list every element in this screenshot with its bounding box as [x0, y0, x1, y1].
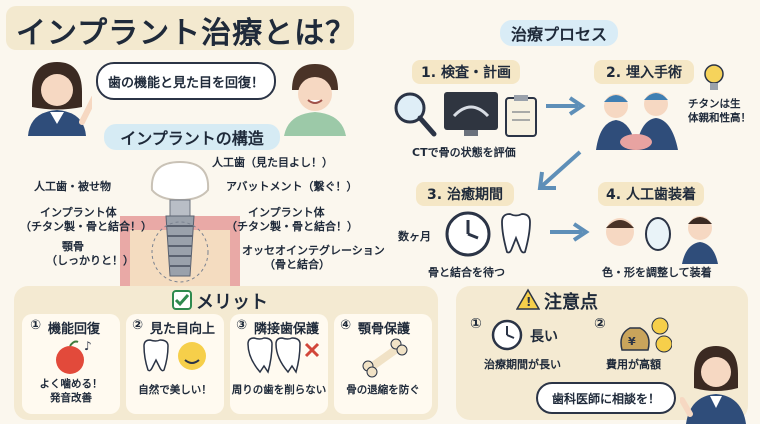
- crown-shape: [150, 160, 210, 202]
- step-1-caption: CTで骨の状態を評価: [412, 146, 516, 159]
- label-osseo-sub: （骨と結合）: [264, 258, 330, 271]
- lightbulb-icon: [704, 64, 724, 90]
- fitting-illustration: [606, 216, 718, 264]
- caution-2-desc: 費用が高額: [606, 358, 661, 371]
- arrow-right-icon: [546, 96, 586, 116]
- page-title: インプラント治療とは？: [16, 16, 357, 51]
- adjacent-teeth-icon: [247, 337, 320, 374]
- tip-line-2: 体親和性高！: [688, 112, 751, 124]
- ct-monitor-icon: [444, 92, 498, 136]
- clock-icon: [445, 211, 491, 257]
- step-3-duration: 数ヶ月: [398, 230, 431, 243]
- merit-card-2: [126, 314, 224, 414]
- label-abutment: アバットメント（繋ぐ！）: [226, 180, 358, 193]
- apple-icon: ♪: [56, 339, 92, 374]
- label-implant-left-sub: （チタン製・骨と結合！）: [20, 220, 152, 233]
- arrow-right-icon-2: [550, 222, 590, 242]
- process-heading: 治療プロセス: [500, 20, 618, 46]
- caution-1-title: 長い: [530, 329, 558, 345]
- money-bag-icon: ¥: [620, 317, 672, 353]
- merit-2-title: 見た目向上: [150, 322, 216, 337]
- dentist-female-illustration: [28, 62, 92, 136]
- merit-3-title: 隣接歯保護: [254, 322, 320, 337]
- speech-bubble: 歯の機能と見た目を回復！: [96, 62, 276, 100]
- merit-4-title: 顎骨保護: [358, 322, 411, 337]
- label-crown: 人工歯（見た目よし！）: [212, 156, 333, 169]
- step-2-label: 2. 埋入手術: [594, 60, 694, 84]
- magnifier-icon: [394, 92, 437, 137]
- caution-1-num: ①: [470, 316, 482, 332]
- implant-diagram: [120, 160, 240, 288]
- merit-1-desc-1: よく噛める！: [39, 378, 103, 390]
- arrow-diagonal-icon: [537, 150, 582, 190]
- clock-icon-2: [491, 319, 523, 351]
- structure-heading: インプラントの構造: [104, 124, 280, 150]
- merit-4-desc: 骨の退縮を防ぐ: [346, 384, 420, 396]
- tooth-icon: [501, 213, 531, 254]
- label-bone: 顎骨: [62, 240, 84, 253]
- merit-card-3: [230, 314, 328, 414]
- label-implant-right: インプラント体: [248, 206, 325, 219]
- merit-2-num: ②: [132, 318, 144, 333]
- caution-2-num: ②: [594, 316, 606, 332]
- cautions-heading: 注意点: [544, 292, 598, 313]
- label-implant-left: インプラント体: [40, 206, 117, 219]
- svg-text:!: !: [526, 295, 531, 309]
- label-osseo: オッセオインテグレーション: [242, 244, 385, 257]
- surgery-illustration: [596, 92, 678, 150]
- label-crown-left: 人工歯・被せ物: [34, 180, 111, 193]
- step-4-caption: 色・形を調整して装着: [602, 266, 712, 279]
- merit-1-desc-2: 発音改善: [50, 392, 92, 404]
- dentist-female-2-illustration: [680, 346, 746, 424]
- merit-4-num: ④: [340, 318, 352, 333]
- patient-male-illustration: [284, 64, 346, 136]
- bone-icon: [362, 338, 408, 378]
- step-1-label: 1. 検査・計画: [412, 60, 520, 84]
- step-3-caption: 骨と結合を待つ: [428, 266, 505, 279]
- merit-3-desc: 周りの歯を削らない: [231, 384, 327, 396]
- title-banner: [6, 6, 354, 50]
- clipboard-icon: [505, 95, 537, 137]
- merit-card-4: [334, 314, 432, 414]
- warning-icon: !: [516, 288, 540, 310]
- caution-1-desc: 治療期間が長い: [484, 358, 561, 371]
- smiling-tooth-icon: [143, 339, 206, 372]
- consult-bubble: 歯科医師に相談を！: [536, 382, 676, 414]
- svg-text:¥: ¥: [628, 335, 636, 348]
- step-4-label: 4. 人工歯装着: [598, 182, 704, 206]
- merits-heading: メリット: [196, 292, 268, 313]
- merit-2-desc: 自然で美しい！: [138, 384, 212, 396]
- label-implant-right-sub: （チタン製・骨と結合！）: [226, 220, 358, 233]
- merit-3-num: ③: [236, 318, 248, 333]
- tip-line-1: チタンは生: [688, 98, 741, 110]
- step-3-label: 3. 治癒期間: [416, 182, 514, 206]
- checkmark-icon: [172, 290, 192, 310]
- merit-1-num: ①: [30, 318, 42, 333]
- abutment-shape: [169, 199, 191, 217]
- label-bone-sub: （しっかりと！）: [46, 254, 134, 267]
- merit-1-title: 機能回復: [48, 322, 101, 337]
- svg-text:♪: ♪: [84, 339, 92, 353]
